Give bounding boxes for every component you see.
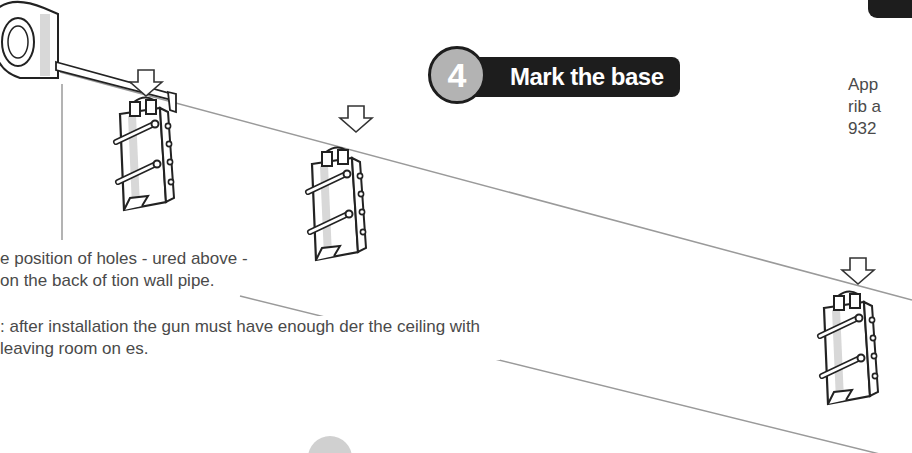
step-number: 4 xyxy=(448,56,467,95)
cropped-badge xyxy=(308,436,352,453)
tape-measure xyxy=(0,2,176,112)
wall-bracket xyxy=(820,291,878,404)
mark-arrow xyxy=(340,106,372,132)
mark-arrow xyxy=(842,258,874,284)
step-title-bar: Mark the base xyxy=(466,57,680,97)
step-number-circle: 4 xyxy=(428,46,486,104)
wall-bracket xyxy=(116,97,174,210)
cropped-note: App rib a 932 xyxy=(848,74,896,140)
cropped-badge xyxy=(868,0,912,18)
instruction-text: e position of holes - ured above - on th… xyxy=(0,248,250,292)
pipe-edge xyxy=(61,84,63,240)
mark-arrow xyxy=(130,70,162,96)
step-title: Mark the base xyxy=(510,63,664,91)
instruction-text: : after installation the gun must have e… xyxy=(0,316,500,360)
wall-bracket xyxy=(308,147,366,260)
